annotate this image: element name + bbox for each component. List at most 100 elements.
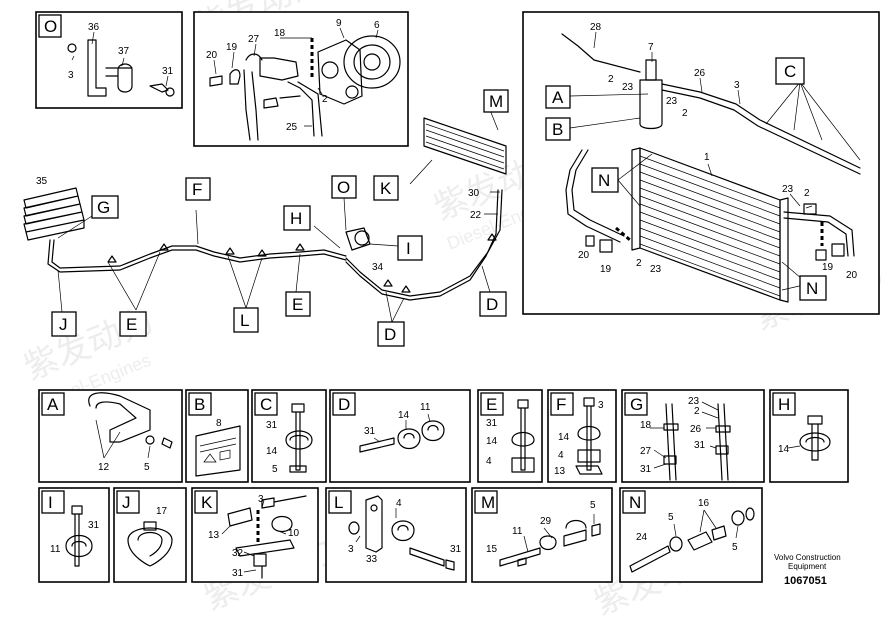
callout-box	[91, 195, 119, 219]
part-number: 31	[364, 426, 376, 437]
callout-letter: O	[337, 178, 350, 197]
part-number: 23	[782, 184, 794, 195]
main-assembly: M K O H I F G J E L E D D 35 30 22 34	[23, 89, 509, 347]
part-number: 5	[590, 500, 596, 511]
part-number: 14	[486, 436, 498, 447]
part-number: 14	[558, 432, 570, 443]
callout-box	[331, 175, 357, 199]
part-number: 37	[118, 46, 130, 57]
part-number: 7	[648, 42, 654, 53]
callout-box	[479, 291, 507, 317]
callout-box	[545, 117, 571, 141]
callout-letter: J	[59, 315, 68, 334]
part-number: 31	[450, 544, 462, 555]
callout-box	[233, 307, 259, 333]
part-number: 23	[622, 82, 634, 93]
brand-line-1: Volvo Construction	[774, 553, 841, 562]
detail-panel-b: B 8	[185, 389, 249, 483]
callout-letter: E	[292, 295, 303, 314]
callout-letter: D	[384, 325, 396, 344]
part-number: 14	[266, 446, 278, 457]
callout-box	[483, 89, 509, 113]
callout-box	[545, 85, 571, 109]
part-number: 34	[372, 262, 384, 273]
part-number: 20	[846, 270, 858, 281]
part-number: 14	[778, 444, 790, 455]
part-number: 26	[690, 424, 702, 435]
part-number: 18	[274, 28, 286, 39]
panel-letter: K	[201, 493, 213, 512]
part-number: 15	[486, 544, 498, 555]
part-number: 2	[694, 406, 700, 417]
detail-panel-n: N 16 24 5 5	[619, 487, 763, 583]
callout-box	[799, 275, 827, 301]
callout-letter: N	[806, 279, 818, 298]
panel-letter: C	[260, 395, 272, 414]
detail-panel-m: M 11 29 15 5	[471, 487, 613, 583]
callout-box	[119, 311, 147, 337]
part-number: 2	[322, 94, 328, 105]
part-number: 11	[512, 526, 523, 537]
part-number: 27	[248, 34, 260, 45]
part-number: 31	[640, 464, 652, 475]
callout-letter: I	[406, 239, 411, 258]
part-number: 23	[666, 96, 678, 107]
callout-letter: A	[552, 88, 564, 107]
part-number: 9	[336, 18, 342, 29]
part-number: 1	[704, 152, 710, 163]
callout-letter: F	[192, 180, 202, 199]
callout-box	[397, 235, 423, 261]
panel-letter: D	[338, 395, 350, 414]
callout-box	[185, 177, 211, 201]
callout-letter: G	[97, 198, 110, 217]
detail-panel-k: K 3 13 10 32 31	[191, 487, 319, 583]
detail-panel-c: C 31 14 5	[251, 389, 327, 483]
panel-letter: N	[629, 493, 641, 512]
part-number: 19	[226, 42, 238, 53]
part-number: 5	[732, 542, 738, 553]
callout-letter: B	[552, 120, 563, 139]
part-number: 31	[232, 568, 244, 579]
panel-condenser-detail: A B C N N 28 7 2 23 23 26 3 2 1 23 2 19 …	[522, 11, 880, 315]
part-number: 2	[682, 108, 688, 119]
part-number: 31	[266, 420, 278, 431]
panel-o-detail: O 36 37 3 31	[35, 11, 183, 109]
part-number: 31	[694, 440, 706, 451]
callout-box	[373, 175, 399, 201]
part-number: 11	[420, 402, 431, 413]
callout-box	[283, 205, 311, 231]
part-number: 4	[486, 456, 492, 467]
panel-letter: F	[556, 395, 566, 414]
panel-letter: L	[334, 493, 343, 512]
part-number: 33	[366, 554, 378, 565]
detail-panel-a: A 12 5	[38, 389, 183, 483]
part-number: 24	[636, 532, 648, 543]
part-number: 14	[398, 410, 410, 421]
panel-letter: E	[486, 395, 497, 414]
part-number: 10	[288, 528, 300, 539]
part-number: 17	[156, 506, 168, 517]
part-number: 32	[232, 548, 244, 559]
callout-letter: N	[598, 171, 610, 190]
panel-letter: I	[48, 493, 53, 512]
part-number: 11	[50, 544, 61, 555]
part-number: 6	[374, 20, 380, 31]
part-number: 31	[486, 418, 498, 429]
part-number: 3	[734, 80, 740, 91]
callout-box	[591, 167, 619, 193]
part-number: 13	[554, 466, 566, 477]
detail-panel-l: L 4 3 33 31	[325, 487, 467, 583]
part-number: 2	[608, 74, 614, 85]
part-number: 27	[640, 446, 652, 457]
part-number: 22	[470, 210, 482, 221]
callout-letter: D	[486, 295, 498, 314]
detail-panel-d: D 14 11 31	[329, 389, 471, 483]
callout-letter: E	[126, 315, 137, 334]
part-number: 19	[600, 264, 612, 275]
part-number: 31	[162, 66, 174, 77]
part-number: 5	[144, 462, 150, 473]
part-number: 4	[396, 498, 402, 509]
part-number: 19	[822, 262, 834, 273]
part-number: 36	[88, 22, 100, 33]
